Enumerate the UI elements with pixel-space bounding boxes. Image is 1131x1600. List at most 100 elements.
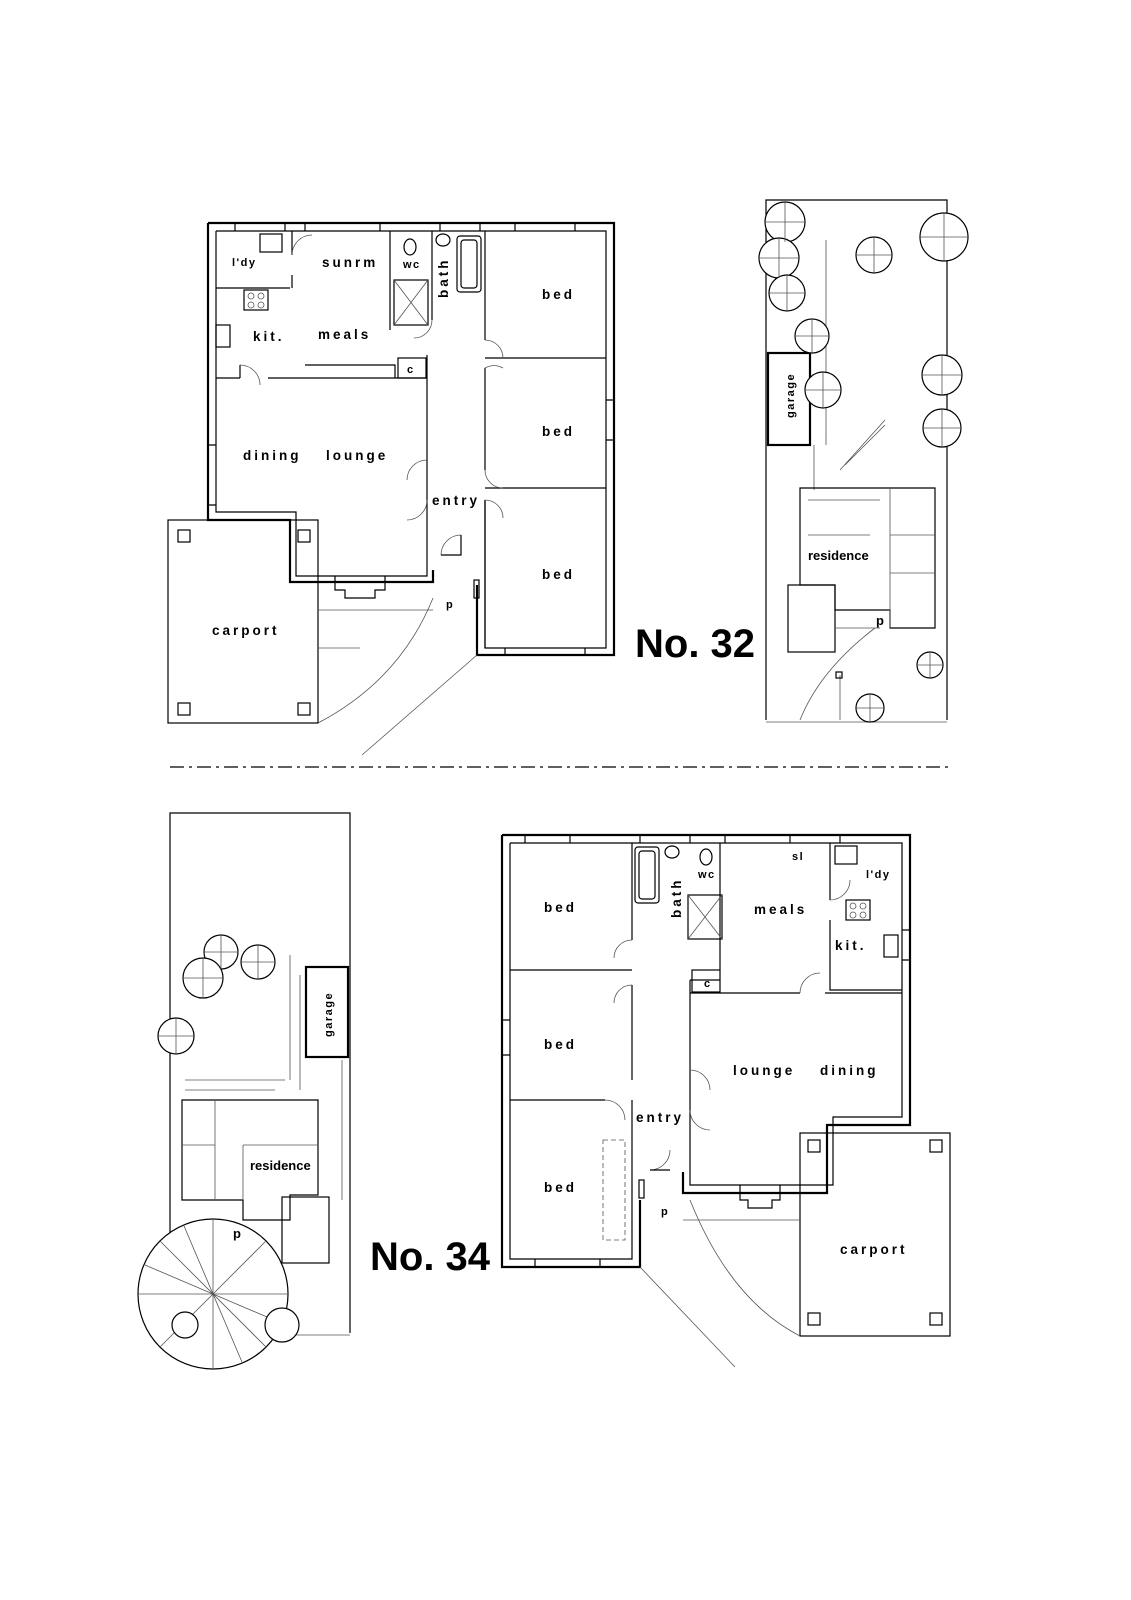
plan-title-34: No. 34 [370, 1235, 491, 1279]
room-label-bed-2: bed [544, 1037, 577, 1052]
entry-door-32 [441, 535, 462, 556]
plan-32: l'dy sunrm wc bath kit. meals c dining l… [167, 221, 755, 756]
room-label-dining: dining [243, 448, 302, 463]
outer-wall-34 [500, 833, 912, 1269]
burner-icon [257, 301, 265, 309]
room-label-bed-3: bed [544, 1180, 577, 1195]
cupboard-34 [691, 969, 721, 993]
carport-post [297, 702, 311, 716]
room-label-kitchen: kit. [253, 329, 285, 344]
cooktop-32 [243, 289, 269, 311]
shower-cross-34 [687, 894, 723, 940]
room-label-carport: carport [212, 623, 280, 638]
carport-site-32 [787, 584, 836, 653]
letterbox-32 [835, 671, 843, 679]
carport-post [807, 1312, 821, 1326]
site-label-garage-34: garage [323, 992, 335, 1037]
tree-branches-32 [759, 202, 968, 722]
porch-post-34 [638, 1179, 645, 1199]
carport-post [929, 1139, 943, 1153]
driveway-32 [813, 240, 886, 490]
residence-outline-34 [181, 1099, 319, 1221]
room-label-laundry: l'dy [232, 257, 257, 269]
room-label-entry: entry [432, 493, 480, 508]
room-label-cupboard: c [407, 364, 415, 376]
bathtub-inner-34 [638, 850, 656, 900]
plan-34: bed bed bed bath wc sl l'dy meals kit. c… [500, 833, 951, 1368]
burner-icon [247, 301, 255, 309]
room-label-meals: meals [754, 902, 807, 917]
bedroom-walls-32 [484, 231, 606, 648]
service-walls-32 [216, 231, 433, 379]
porch-post-32 [473, 579, 480, 599]
tree-icon [264, 1307, 300, 1343]
inner-wall-line-34 [509, 842, 903, 1260]
door-swings-32 [239, 234, 504, 556]
bathtub-32 [456, 235, 482, 293]
tree-branches-34 [158, 935, 275, 1054]
burner-icon [257, 292, 265, 300]
carport-34 [799, 1132, 951, 1337]
site-paths-32 [799, 627, 880, 721]
site-34: garage residence p [137, 812, 351, 1370]
room-label-bed-2: bed [542, 424, 575, 439]
cooktop-34 [845, 899, 871, 921]
shower-32 [393, 279, 429, 326]
room-label-sl: sl [792, 851, 804, 863]
shower-34 [687, 894, 723, 940]
sink-34 [883, 934, 899, 958]
burner-icon [247, 292, 255, 300]
plan-title-32: No. 32 [635, 622, 755, 666]
bathtub-34 [634, 846, 660, 904]
garage-34 [304, 965, 350, 1059]
carport-32 [167, 519, 319, 724]
outer-wall-32 [206, 221, 616, 657]
carport-post [297, 529, 311, 543]
residence-interior-32 [808, 488, 935, 628]
carport-post [807, 1139, 821, 1153]
carport-site-34 [281, 1196, 330, 1264]
toilet-34 [699, 848, 713, 866]
carport-post [177, 702, 191, 716]
room-label-sunroom: sunrm [322, 255, 378, 270]
trees-34 [157, 934, 300, 1343]
toilet-32 [403, 238, 417, 256]
basin-34 [664, 845, 680, 859]
room-label-carport: carport [840, 1242, 908, 1257]
robe-34 [602, 1139, 626, 1241]
bathtub-inner-32 [460, 239, 478, 289]
tree-icon [171, 1311, 199, 1339]
driveway-paths-32 [317, 597, 478, 756]
carport-post [929, 1312, 943, 1326]
burner-icon [849, 902, 857, 910]
carport-post [177, 529, 191, 543]
room-label-bed-3: bed [542, 567, 575, 582]
sink-32 [215, 324, 231, 348]
residence-interior-34 [182, 1100, 318, 1200]
windows-32 [208, 223, 614, 655]
site-boundary-34 [169, 812, 351, 1333]
room-label-porch: p [446, 599, 454, 611]
room-label-bath: bath [436, 258, 451, 299]
door-swings-34 [604, 879, 851, 1171]
internal-walls-34 [510, 843, 902, 1101]
site-boundary-32 [765, 199, 948, 720]
trees-32 [758, 201, 969, 723]
room-label-wc: wc [402, 259, 421, 271]
room-label-bed-1: bed [544, 900, 577, 915]
room-label-meals: meals [318, 327, 371, 342]
site-label-porch-32: p [876, 613, 884, 628]
room-label-lounge: lounge [733, 1063, 795, 1078]
room-label-cupboard: c [704, 978, 712, 990]
burner-icon [859, 911, 867, 919]
room-label-dining: dining [820, 1063, 879, 1078]
site-label-porch-34: p [233, 1226, 241, 1241]
cupboard-32 [397, 357, 427, 379]
room-label-porch: p [661, 1206, 669, 1218]
shower-cross-32 [393, 279, 429, 326]
site-label-residence-32: residence [808, 548, 869, 563]
bay-window-32 [334, 576, 386, 599]
basin-32 [435, 233, 451, 247]
burner-icon [859, 902, 867, 910]
